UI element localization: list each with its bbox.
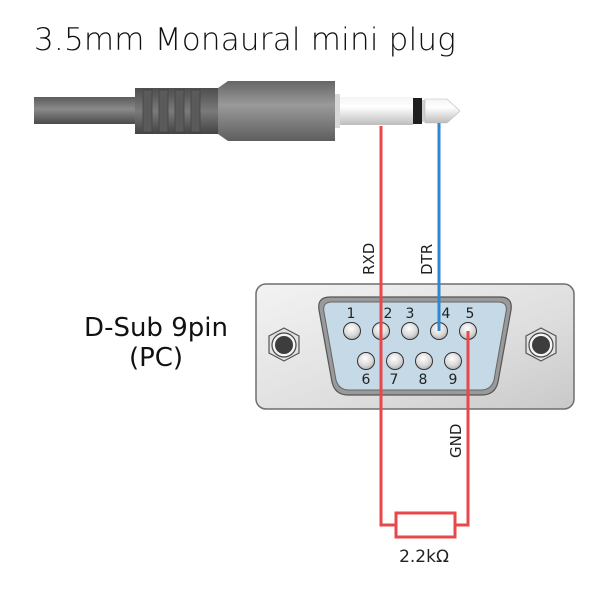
pin-label-4: 4 bbox=[442, 306, 451, 322]
resistor-value: 2.2kΩ bbox=[399, 547, 449, 567]
wires bbox=[379, 123, 470, 527]
signal-label-dtr: DTR bbox=[418, 244, 436, 275]
mount-screw-left bbox=[268, 327, 300, 362]
dsub-label: D-Sub 9pin (PC) bbox=[76, 313, 236, 373]
plug-body bbox=[218, 81, 335, 141]
mini-plug bbox=[34, 81, 461, 141]
plug-cable bbox=[34, 97, 136, 124]
pin-9 bbox=[444, 352, 462, 370]
signal-label-gnd: GND bbox=[447, 424, 465, 458]
pin-label-6: 6 bbox=[362, 372, 371, 388]
pin-label-3: 3 bbox=[406, 306, 415, 322]
plug-neck bbox=[422, 100, 425, 122]
dsub-label-line1: D-Sub 9pin bbox=[84, 313, 228, 343]
diagram-title: 3.5mm Monaural mini plug bbox=[34, 22, 457, 58]
plug-insulator-ring bbox=[413, 98, 422, 124]
dsub-label-line2: (PC) bbox=[128, 343, 184, 373]
pin-label-1: 1 bbox=[347, 306, 356, 322]
plug-sleeve bbox=[340, 97, 413, 125]
pin-label-5: 5 bbox=[466, 306, 475, 322]
pin-7 bbox=[386, 352, 404, 370]
pins-bottom-row bbox=[357, 352, 462, 370]
dsub-connector: 1 2 3 4 5 6 7 8 9 bbox=[255, 283, 575, 410]
pin-label-7: 7 bbox=[390, 372, 399, 388]
wire-pin5-to-resistor bbox=[455, 331, 470, 527]
pin-label-9: 9 bbox=[449, 372, 458, 388]
pin-6 bbox=[357, 352, 375, 370]
plug-grip-ridges bbox=[142, 89, 201, 133]
signal-label-rxd: RXD bbox=[360, 243, 378, 275]
pin-label-8: 8 bbox=[419, 372, 428, 388]
resistor bbox=[394, 511, 457, 539]
wire-pin2-to-resistor bbox=[379, 331, 396, 527]
pin-1 bbox=[343, 322, 361, 340]
plug-collar bbox=[335, 94, 340, 128]
pin-8 bbox=[415, 352, 433, 370]
plug-tip bbox=[424, 98, 461, 124]
pin-label-2: 2 bbox=[384, 306, 393, 322]
mount-screw-right bbox=[525, 327, 557, 362]
pin-3 bbox=[401, 322, 419, 340]
